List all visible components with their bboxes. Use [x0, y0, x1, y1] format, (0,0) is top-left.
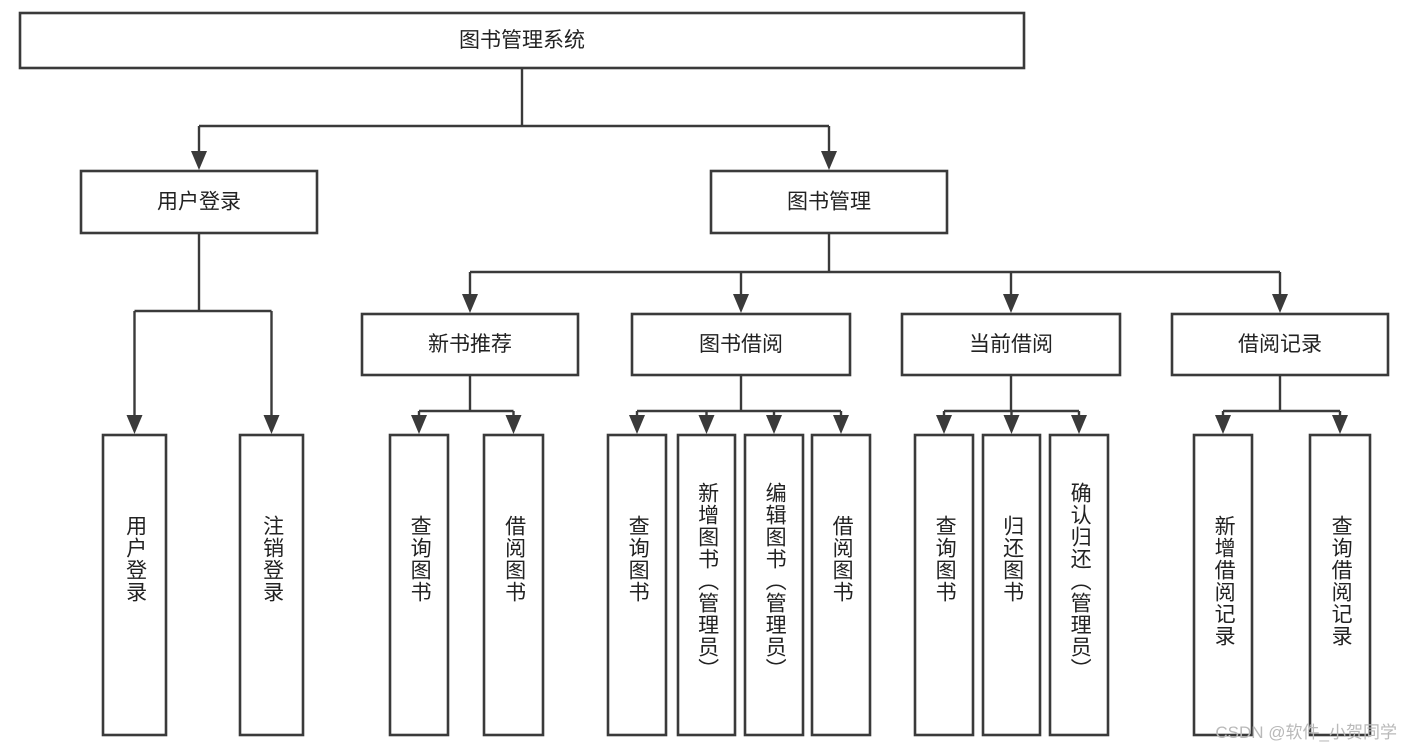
arrow-head-book-borrow	[733, 294, 749, 313]
node-box-current-borrow[interactable]	[900, 312, 1122, 377]
node-box-leaf-borrow-book-bb[interactable]	[810, 433, 872, 737]
node-box-leaf-logout[interactable]	[238, 433, 305, 737]
arrow-head-leaf-borrow-book-bb	[833, 415, 849, 434]
node-label-book-borrow: 图书借阅	[699, 333, 783, 356]
node-label-root: 图书管理系统	[459, 29, 585, 52]
arrow-head-leaf-query-book-bb	[629, 415, 645, 434]
node-box-leaf-confirm-return[interactable]	[1048, 433, 1110, 737]
node-box-leaf-edit-book[interactable]	[743, 433, 805, 737]
arrow-head-leaf-edit-book	[766, 415, 782, 434]
node-box-borrow-record[interactable]	[1170, 312, 1390, 377]
arrow-head-leaf-query-book-nbr	[411, 415, 427, 434]
node-box-leaf-add-book[interactable]	[676, 433, 737, 737]
arrow-head-leaf-logout	[263, 415, 280, 434]
node-label-current-borrow: 当前借阅	[969, 333, 1053, 356]
box-layer	[18, 11, 1390, 737]
node-box-new-book-recommend[interactable]	[360, 312, 580, 377]
arrow-head-current-borrow	[1003, 294, 1019, 313]
node-box-leaf-borrow-book-nbr[interactable]	[482, 433, 545, 737]
node-box-leaf-user-login[interactable]	[101, 433, 168, 737]
node-box-leaf-query-book-bb[interactable]	[606, 433, 668, 737]
node-label-new-book-recommend: 新书推荐	[428, 333, 512, 356]
edge-layer	[126, 68, 1348, 434]
arrow-head-leaf-query-book-cb	[936, 415, 952, 434]
arrow-head-new-book-recommend	[462, 294, 478, 313]
watermark-text: CSDN @软件_小贺同学	[1215, 723, 1397, 742]
node-box-leaf-query-book-nbr[interactable]	[388, 433, 450, 737]
node-box-leaf-add-record[interactable]	[1192, 433, 1254, 737]
arrow-head-borrow-record	[1272, 294, 1288, 313]
node-box-root[interactable]	[18, 11, 1026, 70]
node-box-book-borrow[interactable]	[630, 312, 852, 377]
node-label-user-login: 用户登录	[157, 191, 241, 214]
node-box-leaf-return-book[interactable]	[981, 433, 1042, 737]
arrow-head-book-manage	[821, 151, 837, 170]
node-label-borrow-record: 借阅记录	[1238, 333, 1322, 356]
node-label-book-manage: 图书管理	[787, 191, 871, 214]
arrow-head-leaf-borrow-book-nbr	[505, 415, 522, 434]
arrow-head-leaf-add-book	[698, 415, 715, 434]
arrow-head-leaf-user-login	[126, 415, 143, 434]
node-box-leaf-query-record[interactable]	[1308, 433, 1372, 737]
arrow-head-user-login	[191, 151, 207, 170]
arrow-head-leaf-query-record	[1332, 415, 1348, 434]
node-box-leaf-query-book-cb[interactable]	[913, 433, 975, 737]
node-box-user-login[interactable]	[79, 169, 319, 235]
arrow-head-leaf-add-record	[1215, 415, 1231, 434]
arrow-head-leaf-confirm-return	[1071, 415, 1087, 434]
node-box-book-manage[interactable]	[709, 169, 949, 235]
arrow-head-leaf-return-book	[1003, 415, 1020, 434]
